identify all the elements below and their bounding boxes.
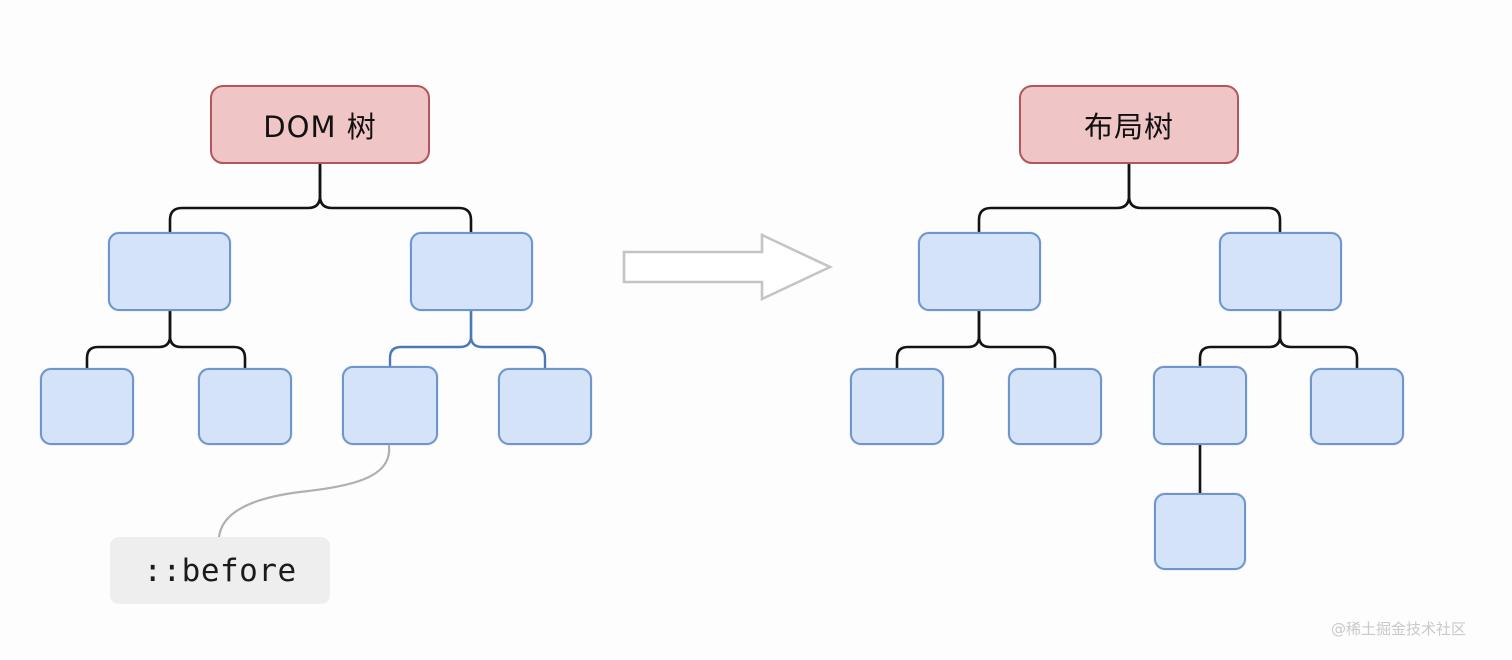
edge-dom-a-to-a1 <box>85 309 172 370</box>
edge-layout-root-to-a <box>977 162 1131 234</box>
layout-tree-root-node[interactable]: 布局树 <box>1019 85 1239 164</box>
layout-tree-root-label: 布局树 <box>1083 109 1174 144</box>
layout-leaf-a1[interactable] <box>850 368 944 445</box>
layout-leaf-b2[interactable] <box>1310 368 1404 445</box>
dom-leaf-a2[interactable] <box>198 368 292 445</box>
dom-node-a[interactable] <box>108 232 231 311</box>
dom-leaf-b1-pseudo[interactable] <box>342 366 438 445</box>
edge-dom-b-to-b1 <box>388 309 473 368</box>
layout-node-a[interactable] <box>918 232 1041 311</box>
dom-tree-root-label: DOM 树 <box>263 109 377 144</box>
edge-dom-root-to-b <box>318 162 473 234</box>
transform-arrow-icon <box>622 232 834 302</box>
dom-leaf-b2[interactable] <box>498 368 592 445</box>
edge-layout-b-to-b2 <box>1278 309 1359 370</box>
edge-layout-root-to-b <box>1127 162 1282 234</box>
layout-leaf-a2[interactable] <box>1008 368 1102 445</box>
edge-dom-b-to-b2 <box>469 309 547 370</box>
edge-layout-a-to-a2 <box>977 309 1057 370</box>
edge-layout-a-to-a1 <box>895 309 981 370</box>
before-pseudo-callout[interactable]: ::before <box>110 537 330 604</box>
layout-node-b[interactable] <box>1219 232 1342 311</box>
dom-tree-root-node[interactable]: DOM 树 <box>210 85 430 164</box>
edge-layout-b-to-b1 <box>1198 309 1282 368</box>
layout-leaf-b1[interactable] <box>1153 366 1247 445</box>
before-pseudo-label: ::before <box>143 552 297 589</box>
dom-node-b[interactable] <box>410 232 533 311</box>
edge-dom-root-to-a <box>168 162 322 234</box>
watermark: @稀土掘金技术社区 <box>1331 620 1467 638</box>
callout-connector <box>217 444 391 539</box>
dom-leaf-a1[interactable] <box>40 368 134 445</box>
layout-leaf-b1-child[interactable] <box>1154 493 1246 570</box>
edge-dom-a-to-a2 <box>168 309 247 370</box>
